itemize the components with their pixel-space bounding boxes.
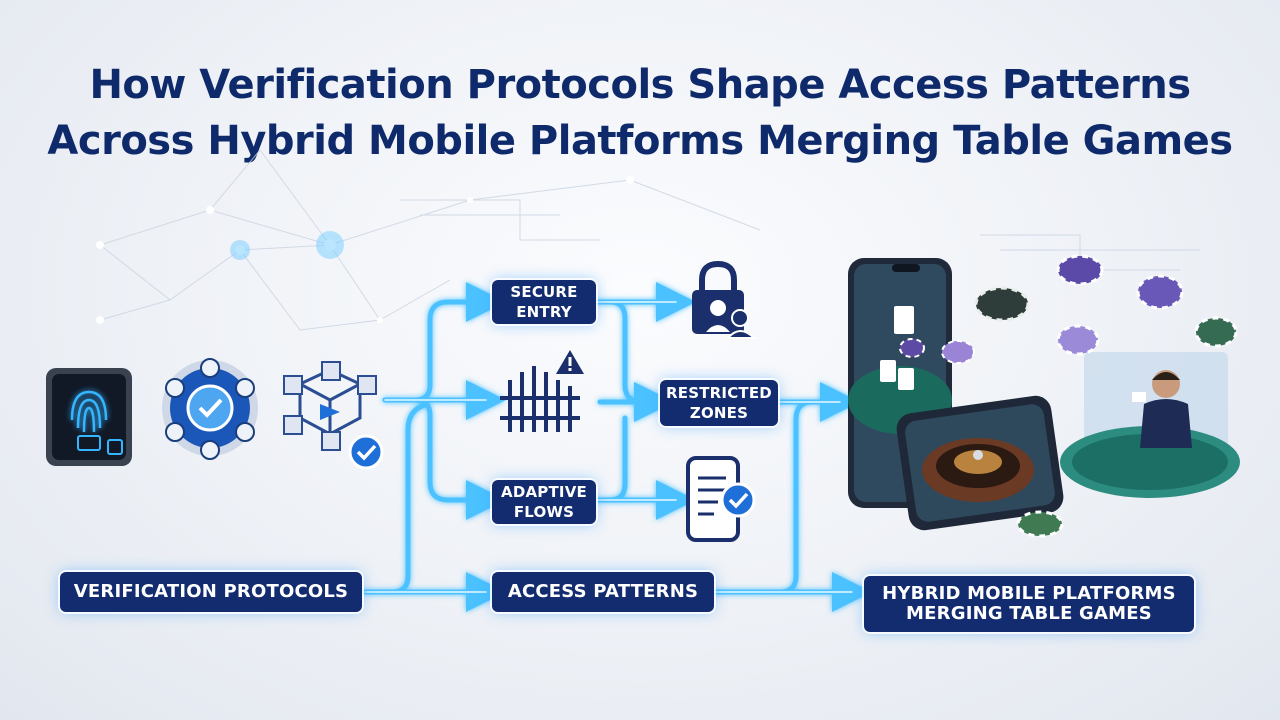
phone-checklist-icon (686, 456, 756, 542)
title-line-2: Across Hybrid Mobile Platforms Merging T… (47, 118, 1233, 164)
verification-protocols-label: VERIFICATION PROTOCOLS (73, 581, 349, 602)
secure-entry-box: SECURE ENTRY (492, 280, 596, 324)
barrier-gate-warning-icon (500, 350, 584, 432)
verification-protocols-box: VERIFICATION PROTOCOLS (60, 572, 362, 612)
hybrid-platforms-line-1: HYBRID MOBILE PLATFORMS (882, 583, 1176, 604)
restricted-zones-line-1: RESTRICTED (666, 384, 772, 402)
restricted-zones-line-2: ZONES (689, 404, 749, 422)
adaptive-flows-line-1: ADAPTIVE (501, 483, 587, 501)
fingerprint-scanner-icon (46, 368, 132, 466)
hybrid-platforms-box: HYBRID MOBILE PLATFORMS MERGING TABLE GA… (864, 576, 1194, 632)
access-patterns-box: ACCESS PATTERNS (492, 572, 714, 612)
adaptive-flows-box: ADAPTIVE FLOWS (492, 480, 596, 524)
hybrid-platforms-line-2: MERGING TABLE GAMES (906, 603, 1152, 624)
adaptive-flows-line-2: FLOWS (513, 503, 575, 521)
security-hub-icon (162, 358, 258, 460)
blockchain-cube-icon (283, 361, 384, 470)
flow-main-to-adaptive (382, 397, 506, 520)
title-line-1: How Verification Protocols Shape Access … (89, 62, 1191, 108)
secure-entry-line-2: ENTRY (516, 303, 572, 321)
smartphone-roulette-icon (896, 395, 1064, 531)
access-patterns-label: ACCESS PATTERNS (507, 581, 699, 602)
live-dealer-icon (1060, 352, 1240, 498)
restricted-zones-box: RESTRICTED ZONES (660, 380, 778, 426)
lock-users-icon (692, 260, 757, 339)
secure-entry-line-1: SECURE (510, 283, 578, 301)
casino-chips-icon (899, 254, 1238, 538)
